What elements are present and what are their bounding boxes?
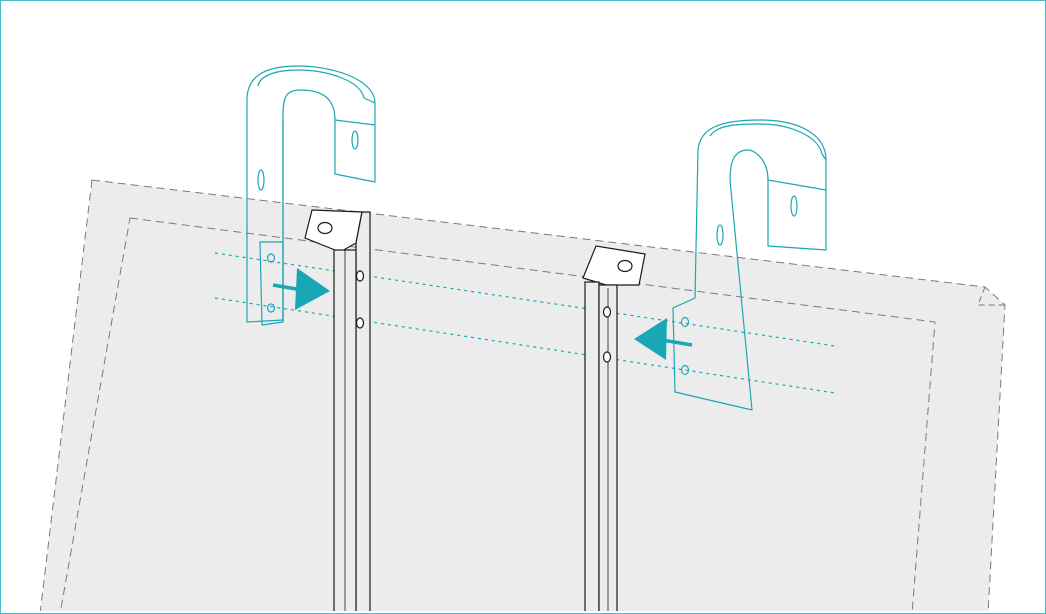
hook-bracket-right (672, 119, 827, 411)
rail-right-hole-2 (602, 351, 612, 363)
rail-left (304, 209, 371, 611)
rail-right (582, 245, 646, 611)
hook-left-slot-lower (351, 130, 359, 150)
hook-right-slot-lower (790, 195, 798, 217)
wall-panel (39, 179, 1006, 611)
hook-right-fold (709, 123, 827, 161)
hook-right-slot-upper (716, 224, 724, 246)
hook-left-hole-2 (266, 303, 276, 313)
attach-left-arrow (272, 268, 330, 310)
rail-left-hole-2 (355, 317, 365, 329)
attach-right-arrow (634, 318, 693, 360)
hook-left-slot-upper (257, 169, 265, 191)
rail-left-tab-hole (317, 221, 333, 235)
rail-right-tab-hole (617, 259, 633, 273)
panel-face (39, 179, 1006, 611)
rail-right-side (584, 281, 600, 611)
rail-left-hole-1 (355, 270, 365, 282)
rail-right-tab (582, 245, 646, 286)
hook-left-crease (334, 119, 376, 126)
hook-left-foot (259, 241, 284, 326)
hook-left-fold (257, 69, 376, 104)
hook-right-hole-1 (680, 316, 690, 328)
hook-right-crease (767, 179, 827, 191)
rail-right-hole-1 (602, 306, 612, 318)
